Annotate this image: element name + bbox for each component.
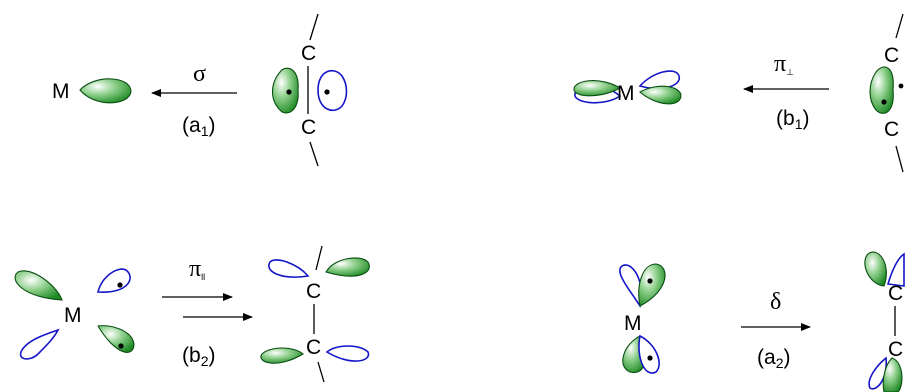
electron-dot (117, 282, 123, 288)
symbol-delta: δ (770, 289, 781, 315)
carbon-bottom: C (306, 336, 321, 359)
metal-open-lobe-upper-right (96, 268, 131, 293)
label-a1: (a1) (182, 114, 215, 139)
symbol-sigma: σ (193, 61, 206, 87)
panel-a2: M δ (a2) C C (619, 251, 905, 392)
carbon-top: C (301, 42, 316, 65)
metal-filled-lobe-lower-right (97, 325, 135, 353)
label-b1: (b1) (776, 107, 809, 132)
metal-label: M (617, 82, 635, 105)
carbon-open-lobe-upper (886, 252, 905, 287)
carbon-bottom: C (888, 338, 903, 361)
metal-label: M (64, 304, 82, 327)
metal-label: M (624, 312, 642, 335)
carbon-top: C (884, 44, 899, 67)
metal-open-lobe-lower (638, 334, 660, 374)
bond-up (309, 13, 319, 41)
carbon-filled-lobe (869, 66, 894, 114)
metal-filled-lobe-left (573, 80, 622, 97)
metal-filled-lobe-right (639, 85, 682, 105)
electron-dot (118, 343, 124, 349)
carbon-filled-lobe-lower (882, 357, 903, 392)
metal-label: M (52, 80, 70, 103)
carbon-filled-lobe-lower-left (260, 347, 304, 364)
electron-dot (286, 89, 292, 95)
bond-up (895, 13, 904, 39)
carbon-filled-lobe-upper (864, 251, 887, 287)
carbon-bottom: C (884, 118, 899, 141)
panel-b2: M πll (b2) C C (14, 245, 370, 383)
metal-open-lobe-upper (619, 264, 643, 309)
metal-filled-lobe-upper (638, 263, 666, 307)
metal-filled-lobe-upper-left (14, 270, 63, 301)
symbol-pi-perp: π⊥ (774, 51, 794, 77)
carbon-open-lobe-lower-right (325, 345, 370, 362)
electron-dot (647, 355, 653, 361)
bond-down (895, 145, 904, 173)
bond-up (315, 245, 323, 271)
carbon-filled-lobe-upper-right (325, 257, 370, 277)
panel-b1: M π⊥ (b1) C C (573, 13, 904, 173)
label-a2: (a2) (757, 346, 790, 371)
metal-sigma-lobe (79, 78, 132, 104)
electron-dot (647, 278, 653, 284)
carbon-open-lobe (317, 69, 348, 111)
electron-dot (324, 89, 330, 95)
symbol-pi-par: πll (189, 256, 205, 282)
carbon-filled-lobe (271, 67, 299, 114)
carbon-open-lobe-upper-left (268, 259, 310, 278)
carbon-top: C (306, 280, 321, 303)
carbon-top: C (888, 282, 903, 305)
bond-down (309, 141, 319, 167)
panel-a1: M σ (a1) C C (52, 13, 348, 167)
bond-down (317, 361, 325, 383)
metal-open-lobe-lower-left (19, 328, 60, 360)
electron-dot (881, 99, 887, 105)
carbon-bottom: C (301, 116, 316, 139)
label-b2: (b2) (182, 344, 215, 369)
electron-dot (898, 83, 904, 89)
